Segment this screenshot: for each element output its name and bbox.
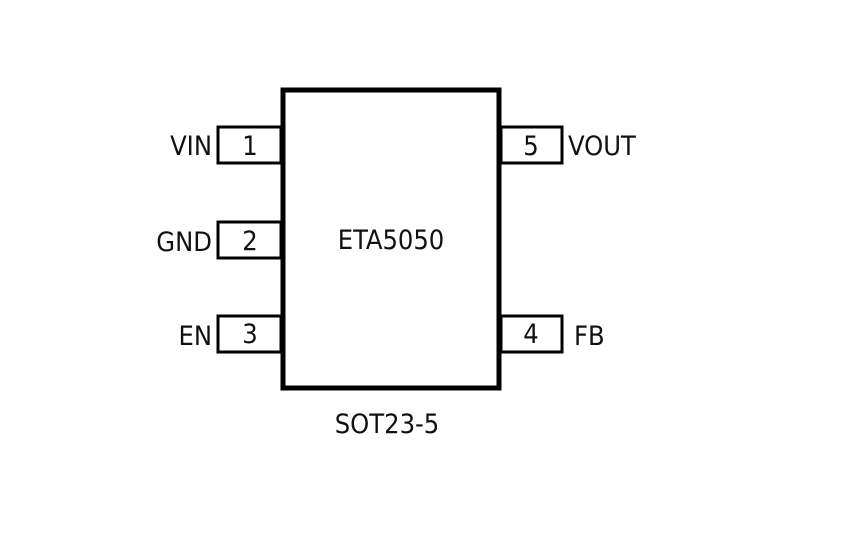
pin-5: 5 VOUT [499, 125, 636, 165]
pin-4-name: FB [574, 321, 605, 352]
pin-1-number: 1 [242, 131, 257, 162]
pin-3: 3 EN [178, 314, 283, 354]
pin-2-name: GND [156, 227, 212, 258]
pin-5-number: 5 [523, 131, 538, 162]
pin-2: 2 GND [156, 220, 283, 260]
chip-name: ETA5050 [338, 225, 445, 256]
pin-1-lead [216, 125, 283, 165]
pin-4-number: 4 [523, 319, 538, 350]
pin-2-lead [216, 220, 283, 260]
package-name: SOT23-5 [335, 409, 440, 440]
pin-2-number: 2 [242, 226, 257, 257]
pin-1: 1 VIN [170, 125, 283, 165]
pin-3-number: 3 [242, 319, 257, 350]
chip-body [280, 87, 502, 391]
pin-3-lead [216, 314, 283, 354]
pin-5-lead [499, 125, 564, 165]
pin-5-name: VOUT [568, 131, 636, 162]
pin-4-lead [499, 314, 564, 354]
pin-4: 4 FB [499, 314, 605, 354]
pin-1-name: VIN [170, 131, 212, 162]
pin-3-name: EN [178, 321, 212, 352]
